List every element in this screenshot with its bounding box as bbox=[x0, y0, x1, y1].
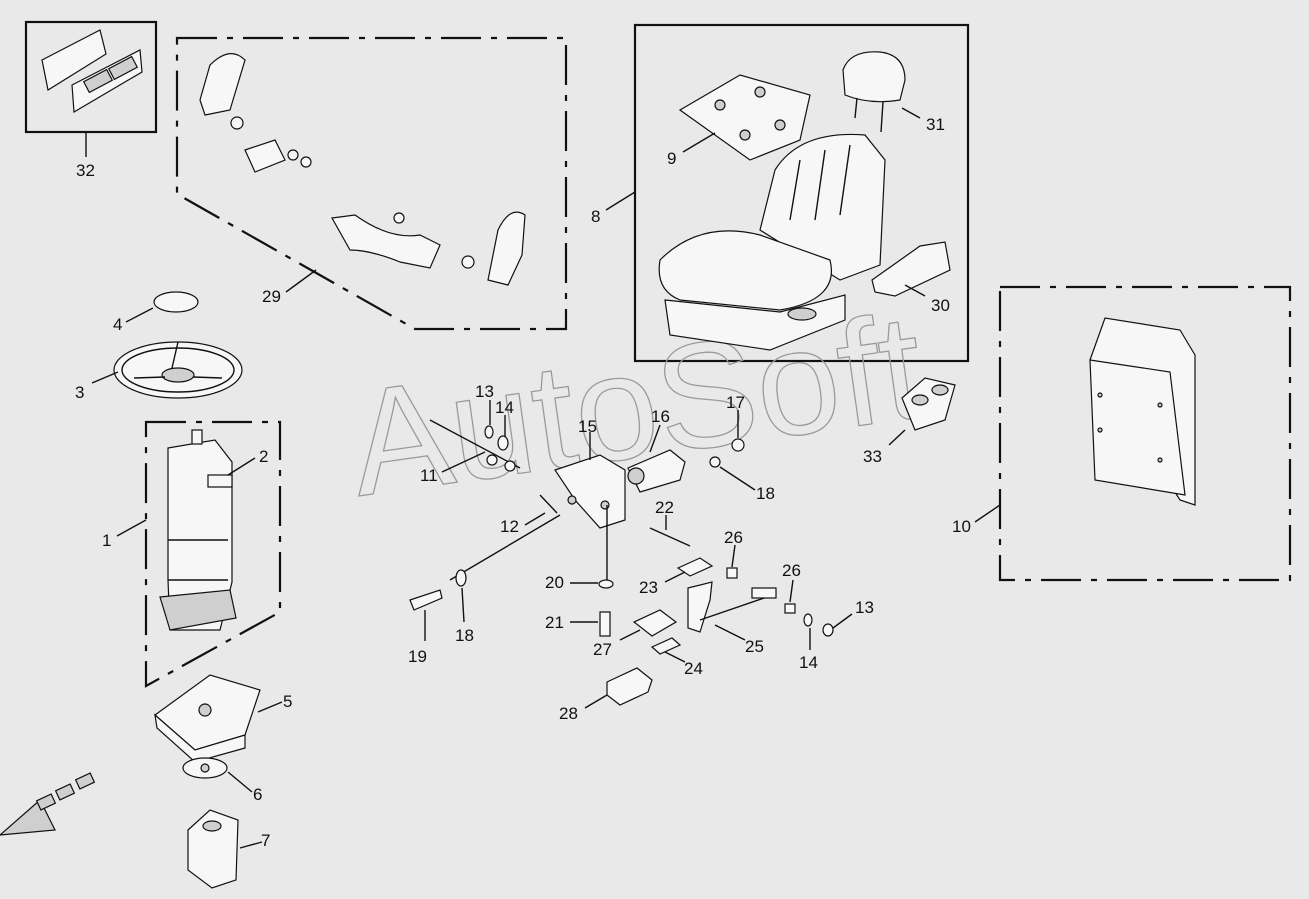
part-2-fitting bbox=[191, 429, 233, 488]
callout-15: 15 bbox=[578, 417, 597, 436]
kit-box-1 bbox=[144, 420, 282, 688]
callout-11: 11 bbox=[420, 466, 438, 485]
part-31-headrest bbox=[842, 51, 906, 133]
part-24-clip bbox=[650, 637, 682, 655]
callout-29: 29 bbox=[262, 287, 281, 306]
callout-10: 10 bbox=[952, 517, 971, 536]
callout-27: 27 bbox=[593, 640, 612, 659]
part-19-bolt bbox=[409, 589, 443, 611]
part-23-pad bbox=[676, 557, 714, 577]
part-18-washer-a bbox=[709, 456, 721, 468]
part-21-screw bbox=[599, 611, 611, 637]
part-29-seatbelt bbox=[199, 53, 526, 286]
part-14-washer-b bbox=[803, 613, 813, 627]
callout-12: 12 bbox=[500, 517, 519, 536]
callout-18b: 18 bbox=[455, 626, 474, 645]
part-22-shaft bbox=[649, 527, 691, 547]
callout-17: 17 bbox=[726, 393, 745, 412]
part-13-ring bbox=[484, 425, 494, 439]
callout-13b: 13 bbox=[855, 598, 874, 617]
part-11-rod bbox=[429, 419, 521, 472]
kit-box-32 bbox=[24, 20, 158, 134]
callout-numbers: 32 29 8 9 31 30 10 4 3 1 2 5 6 7 11 13 1… bbox=[75, 115, 971, 850]
callout-28: 28 bbox=[559, 704, 578, 723]
part-6-flange bbox=[182, 757, 228, 779]
callout-9: 9 bbox=[667, 149, 676, 168]
callout-23: 23 bbox=[639, 578, 658, 597]
part-1-column bbox=[159, 439, 237, 631]
part-25-pedal bbox=[687, 581, 777, 633]
part-12-spring bbox=[539, 494, 558, 514]
leader-lines bbox=[85, 107, 1001, 849]
callout-20: 20 bbox=[545, 573, 564, 592]
callout-3: 3 bbox=[75, 383, 84, 402]
part-17-nut bbox=[731, 438, 745, 452]
callout-7: 7 bbox=[261, 831, 270, 850]
callout-26b: 26 bbox=[782, 561, 801, 580]
part-5-gasket bbox=[154, 674, 261, 763]
callout-16: 16 bbox=[651, 407, 670, 426]
callout-21: 21 bbox=[545, 613, 564, 632]
part-18-washer-b bbox=[455, 569, 467, 587]
part-14-washer bbox=[497, 435, 509, 451]
callout-25: 25 bbox=[745, 637, 764, 656]
part-4-cap bbox=[153, 291, 199, 313]
part-8-seat bbox=[658, 133, 886, 351]
callout-5: 5 bbox=[283, 692, 292, 711]
callout-4: 4 bbox=[113, 315, 122, 334]
callout-14a: 14 bbox=[495, 398, 514, 417]
part-13-ring-b bbox=[822, 623, 834, 637]
callout-32: 32 bbox=[76, 161, 95, 180]
callout-19: 19 bbox=[408, 647, 427, 666]
part-10-cabinet bbox=[1089, 317, 1196, 506]
callout-14b: 14 bbox=[799, 653, 818, 672]
part-16-switch bbox=[627, 449, 686, 493]
callout-6: 6 bbox=[253, 785, 262, 804]
part-26-bushing-b bbox=[784, 603, 796, 614]
part-32-panel bbox=[41, 29, 143, 114]
callout-26a: 26 bbox=[724, 528, 743, 547]
callout-1: 1 bbox=[102, 531, 111, 550]
callout-18a: 18 bbox=[756, 484, 775, 503]
callout-33: 33 bbox=[863, 447, 882, 466]
long-rod bbox=[449, 505, 608, 581]
part-30-armrest bbox=[871, 241, 951, 297]
part-33-cup-holder bbox=[901, 377, 956, 431]
callout-31: 31 bbox=[926, 115, 945, 134]
callout-8: 8 bbox=[591, 207, 600, 226]
part-27-plate bbox=[632, 609, 678, 637]
callout-2: 2 bbox=[259, 447, 268, 466]
part-26-bushing-a bbox=[726, 567, 738, 579]
callout-22: 22 bbox=[655, 498, 674, 517]
kit-box-10 bbox=[998, 285, 1292, 582]
callout-30: 30 bbox=[931, 296, 950, 315]
part-28-cover bbox=[606, 667, 653, 706]
part-20-washer bbox=[598, 579, 614, 589]
callout-24: 24 bbox=[684, 659, 703, 678]
callout-13a: 13 bbox=[475, 382, 494, 401]
kit-box-29 bbox=[175, 36, 568, 331]
direction-arrow bbox=[0, 772, 96, 836]
part-7-orbitrol bbox=[187, 809, 239, 889]
kit-box-8 bbox=[633, 23, 970, 363]
part-9-base-plate bbox=[678, 74, 811, 161]
part-3-steering-wheel bbox=[113, 341, 243, 399]
